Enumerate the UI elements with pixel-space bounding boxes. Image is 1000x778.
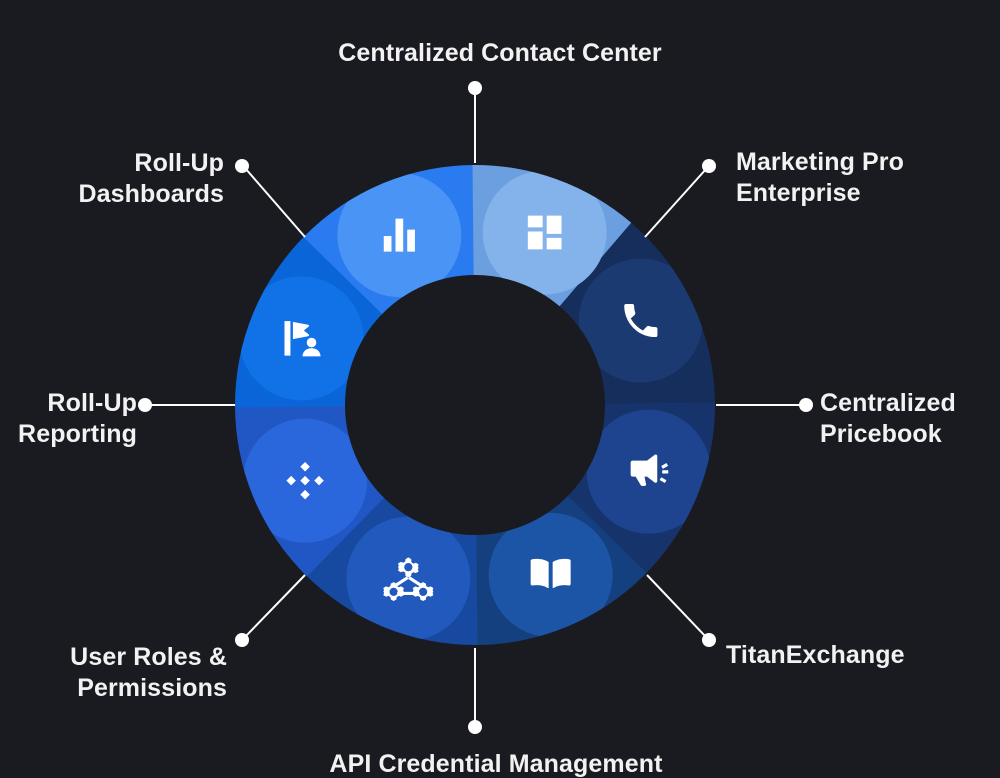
leader-dot-pricebook <box>799 398 813 412</box>
leader-line-rollup-dashboards <box>244 167 306 238</box>
megaphone-icon <box>630 454 669 487</box>
leader-line-marketing-pro <box>644 167 708 238</box>
leader-dot-titanexchange <box>702 633 716 647</box>
label-centralized-pricebook: Centralized Pricebook <box>820 389 956 448</box>
label-api-credential-management: API Credential Management <box>329 750 663 778</box>
flag-person-icon <box>284 321 321 357</box>
segment-icons <box>284 215 669 601</box>
leader-lines <box>138 81 813 734</box>
label-titanexchange: TitanExchange <box>726 641 905 669</box>
diamond-nodes-icon <box>286 461 324 500</box>
leader-dot-user-roles <box>235 633 249 647</box>
segment-highlight-rollup-dashboards <box>482 170 607 295</box>
label-marketing-pro-enterprise: Marketing Pro Enterprise <box>736 148 904 207</box>
segment-highlight-contact-center <box>578 258 703 383</box>
leader-dot-api-credential <box>468 720 482 734</box>
dashboard-grid-icon <box>527 215 562 250</box>
gear-network-icon <box>383 557 434 601</box>
label-rollup-reporting: Roll-Up Reporting <box>18 389 137 448</box>
segment-highlight-pricebook <box>488 512 613 637</box>
leader-line-user-roles <box>244 574 306 638</box>
segment-highlight-user-roles <box>239 276 364 401</box>
leader-line-titanexchange <box>646 574 707 638</box>
wheel-segments <box>234 164 715 645</box>
leader-dot-rollup-reporting <box>138 398 152 412</box>
phone-icon <box>624 304 658 338</box>
leader-dot-marketing-pro <box>702 159 716 173</box>
label-centralized-contact-center: Centralized Contact Center <box>338 39 662 67</box>
leader-dot-contact-center <box>468 81 482 95</box>
label-user-roles-permissions: User Roles & Permissions <box>70 643 227 702</box>
leader-dot-rollup-dashboards <box>235 159 249 173</box>
book-icon <box>530 558 571 589</box>
label-rollup-dashboards: Roll-Up Dashboards <box>78 149 224 208</box>
bar-chart-icon <box>383 218 415 252</box>
